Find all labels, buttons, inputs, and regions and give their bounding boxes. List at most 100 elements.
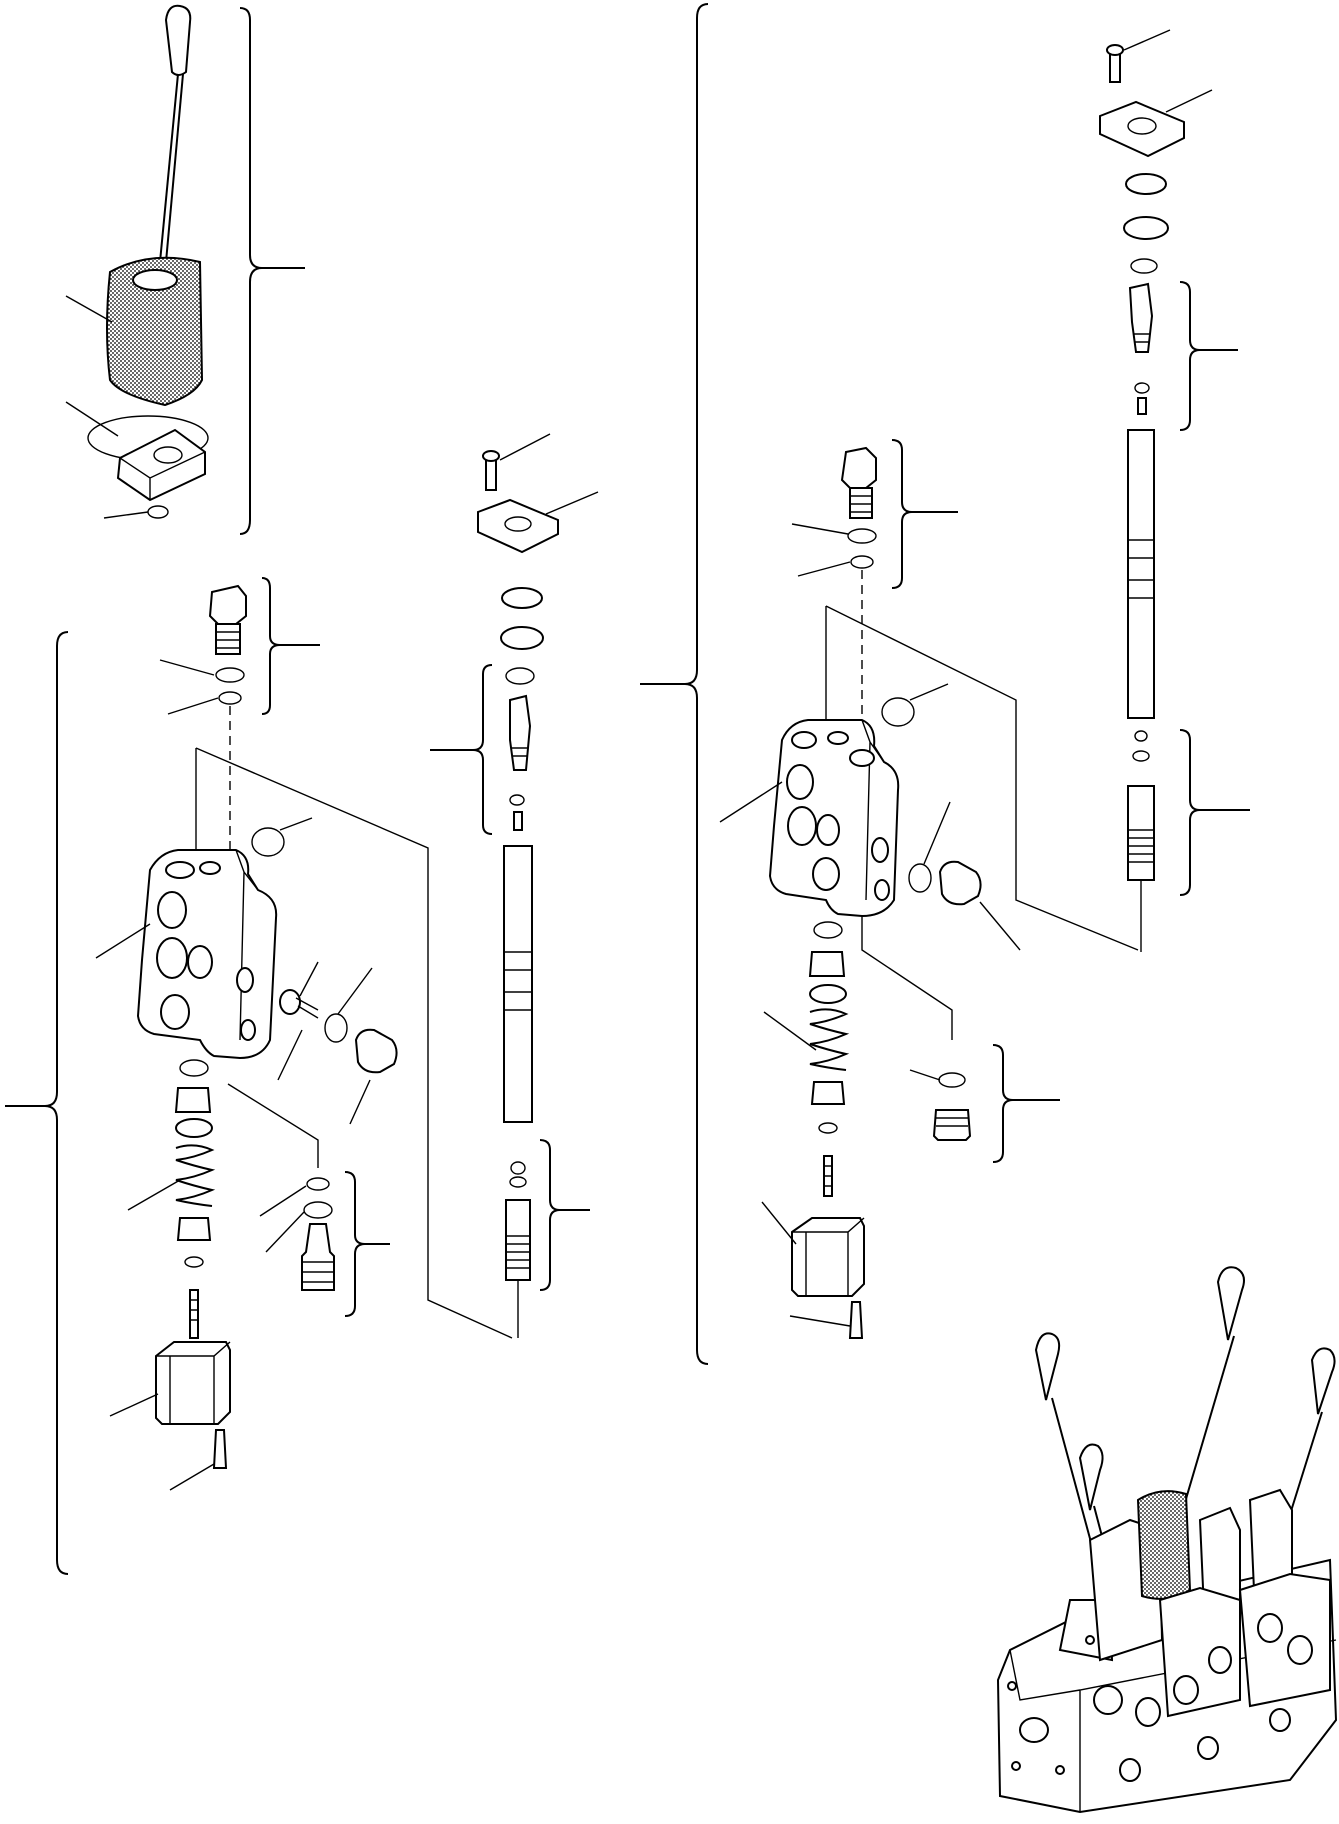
lever-base-plate <box>116 428 206 502</box>
o-ring <box>218 691 242 705</box>
leader <box>65 401 119 437</box>
leader <box>349 1079 371 1125</box>
port <box>160 994 190 1030</box>
o-ring <box>938 1072 966 1088</box>
o-ring <box>847 528 877 544</box>
leader <box>545 491 599 515</box>
port <box>157 891 187 929</box>
lever-boot <box>106 256 204 407</box>
port <box>156 937 188 979</box>
bracket-right-section <box>640 3 709 1365</box>
leader <box>761 1201 797 1245</box>
boot-opening <box>132 269 178 291</box>
lever-assembly <box>65 4 209 519</box>
right-spool-column <box>1099 29 1213 952</box>
valve-section <box>1248 1488 1293 1592</box>
leader <box>65 295 113 323</box>
lever-knob <box>164 4 192 76</box>
main-spool-right <box>1127 429 1155 719</box>
relief-valve-cap-right <box>840 446 877 489</box>
leader <box>797 561 851 577</box>
bracket-relief-valve-left <box>261 577 320 715</box>
left-valve-section <box>95 584 513 1491</box>
leader <box>277 1029 303 1081</box>
o-ring <box>881 697 915 727</box>
assembled-valve-bank <box>996 1266 1338 1814</box>
bracket-spool-bottom-right <box>1179 729 1250 896</box>
centering-spring-right <box>809 1008 850 1071</box>
o-ring <box>505 667 535 685</box>
o-ring <box>215 667 245 683</box>
lever-rod <box>159 73 179 263</box>
lever-knob <box>1216 1266 1245 1341</box>
seal-retainer <box>500 626 544 650</box>
bracket-left-section <box>5 631 69 1575</box>
check-valve-left <box>301 1223 335 1291</box>
lever-knob <box>1034 1332 1061 1401</box>
spool-cap-right <box>791 1217 865 1297</box>
poppet <box>279 989 301 1015</box>
leader <box>103 511 149 519</box>
leader <box>109 1393 159 1417</box>
bracket-check-valve-left <box>344 1171 390 1317</box>
bracket-spool-top-right <box>1179 281 1238 431</box>
leader <box>279 817 313 831</box>
port <box>786 764 814 800</box>
plug-left <box>354 1028 398 1074</box>
spool-cap-left <box>155 1341 231 1425</box>
valve-section <box>1238 1572 1331 1708</box>
leader <box>499 433 551 461</box>
leader <box>789 1315 851 1327</box>
leader <box>167 697 219 715</box>
spool-spring-rod-right <box>1127 785 1155 881</box>
o-ring <box>1130 258 1158 274</box>
o-ring <box>850 555 874 569</box>
o-ring <box>908 863 932 893</box>
bracket-spool-top-left <box>430 664 493 835</box>
port <box>787 806 817 846</box>
leader <box>791 523 849 535</box>
leader <box>1123 29 1171 51</box>
leader <box>763 1011 817 1051</box>
leader <box>265 1211 305 1253</box>
leader <box>337 967 373 1015</box>
wiper-seal <box>501 587 543 609</box>
lever-knob <box>1078 1443 1104 1511</box>
spring-seat <box>174 1087 212 1113</box>
leader <box>923 801 951 865</box>
leader <box>259 1185 307 1217</box>
spool-end-right <box>1128 282 1154 353</box>
main-spool-left <box>503 845 533 1123</box>
relief-valve-cap-left <box>208 584 247 625</box>
leader <box>95 923 151 959</box>
plug-cap-right <box>932 1109 972 1141</box>
spool-end-left <box>509 694 532 771</box>
retainer-plate-right <box>1099 100 1185 158</box>
left-spool-column <box>477 433 599 1338</box>
port <box>812 857 840 891</box>
o-ring <box>251 827 285 857</box>
bracket-lever-assembly <box>239 7 305 535</box>
spring-seat <box>808 951 846 977</box>
o-ring <box>324 1013 348 1043</box>
cap-screw <box>189 1289 199 1339</box>
seal-retainer <box>1123 216 1169 240</box>
leader <box>909 1069 941 1081</box>
right-valve-section <box>719 446 1139 1339</box>
port <box>187 945 213 979</box>
plug-right <box>938 860 982 906</box>
base-o-ring <box>147 505 169 519</box>
leader <box>299 961 319 997</box>
bracket-spool-bottom-left <box>539 1139 590 1291</box>
bracket-relief-valve-right <box>891 439 958 589</box>
assembly-brackets <box>5 3 1250 1575</box>
leader <box>1165 89 1213 113</box>
wiper-seal <box>1125 173 1167 195</box>
leader <box>979 901 1021 951</box>
leader <box>169 1463 215 1491</box>
leader <box>719 781 783 823</box>
o-ring <box>306 1177 330 1191</box>
bracket-plug-right <box>992 1044 1060 1163</box>
